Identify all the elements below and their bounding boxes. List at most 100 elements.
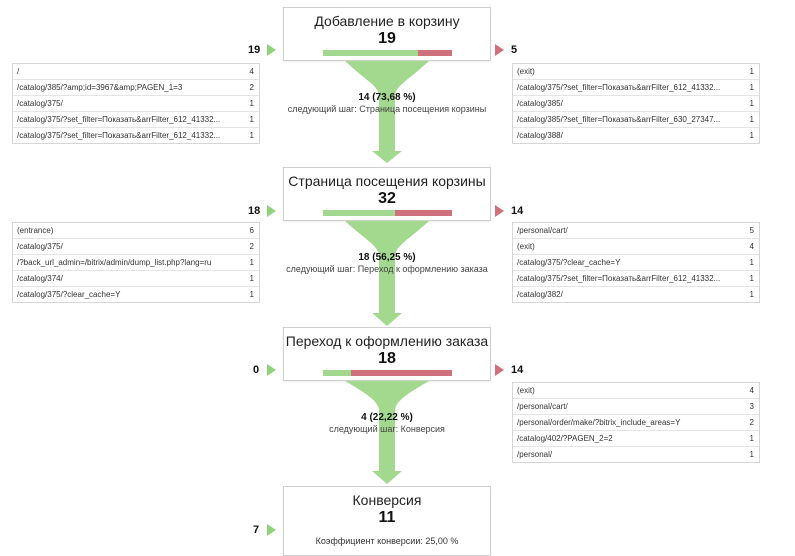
- table-row[interactable]: /catalog/375/?set_filter=Показать&arrFil…: [513, 79, 759, 95]
- visit-count: 4: [749, 242, 754, 251]
- table-row[interactable]: /personal/1: [513, 446, 759, 462]
- ratio-bar-continue: [323, 50, 418, 56]
- exit-arrow-icon: [495, 364, 504, 376]
- page-url: (exit): [517, 67, 535, 76]
- table-row[interactable]: /catalog/375/?clear_cache=Y 1: [513, 254, 759, 270]
- table-row[interactable]: /personal/order/make/?bitrix_include_are…: [513, 414, 759, 430]
- page-url: /?back_url_admin=/bitrix/admin/dump_list…: [17, 258, 212, 267]
- visit-count: 6: [249, 226, 254, 235]
- flow-funnel-shape: [345, 221, 429, 326]
- funnel-step-3[interactable]: Переход к оформлению заказа 18: [283, 327, 491, 381]
- visit-count: 1: [749, 274, 754, 283]
- visit-count: 1: [249, 290, 254, 299]
- flow-info: 14 (73,68 %) следующий шаг: Страница пос…: [283, 92, 491, 114]
- flow-funnel: [345, 221, 429, 326]
- table-row[interactable]: /catalog/375/?clear_cache=Y 1: [13, 286, 259, 302]
- exit-table: (exit) 4/personal/cart/3/personal/order/m…: [512, 382, 760, 463]
- visit-count: 1: [749, 67, 754, 76]
- entrance-arrow-icon: [267, 205, 276, 217]
- visit-count: 1: [749, 290, 754, 299]
- table-row[interactable]: /personal/cart/3: [513, 398, 759, 414]
- page-url: /catalog/385/?set_filter=Показать&arrFil…: [517, 115, 721, 124]
- step-title: Страница посещения корзины: [288, 173, 486, 189]
- visit-count: 1: [749, 258, 754, 267]
- table-row[interactable]: (exit) 4: [513, 383, 759, 398]
- exit-count: 14: [511, 205, 524, 217]
- visit-count: 1: [749, 131, 754, 140]
- step-ratio-bar: [323, 50, 452, 56]
- page-url: /catalog/375/?set_filter=Показать&arrFil…: [17, 131, 221, 140]
- visit-count: 1: [249, 99, 254, 108]
- visit-count: 1: [749, 450, 754, 459]
- table-row[interactable]: /catalog/374/1: [13, 270, 259, 286]
- exit-table: (exit) 1/catalog/375/?set_filter=Показать…: [512, 63, 760, 144]
- table-row[interactable]: /?back_url_admin=/bitrix/admin/dump_list…: [13, 254, 259, 270]
- visit-count: 1: [249, 274, 254, 283]
- page-url: /personal/: [517, 450, 553, 459]
- exit-count: 14: [511, 364, 524, 376]
- table-row[interactable]: /catalog/388/1: [513, 127, 759, 143]
- table-row[interactable]: /catalog/375/1: [13, 95, 259, 111]
- table-row[interactable]: /catalog/375/?set_filter=Показать&arrFil…: [13, 127, 259, 143]
- page-url: /personal/cart/: [517, 402, 568, 411]
- page-url: (exit): [517, 386, 535, 395]
- page-url: /catalog/388/: [517, 131, 563, 140]
- entrance-count: 0: [253, 364, 260, 376]
- page-url: /catalog/402/?PAGEN_2=2: [517, 434, 613, 443]
- page-url: /catalog/375/?set_filter=Показать&arrFil…: [517, 83, 721, 92]
- flow-info: 4 (22,22 %) следующий шаг: Конверсия: [283, 412, 491, 434]
- step-count: 11: [378, 509, 396, 526]
- entrance-table: /4/catalog/385/?amp;id=3967&amp;PAGEN_1=…: [12, 63, 260, 144]
- visit-count: 1: [749, 115, 754, 124]
- ratio-bar-exit: [395, 210, 452, 216]
- flow-percentage: 18 (56,25 %): [358, 252, 416, 263]
- page-url: /catalog/375/?clear_cache=Y: [517, 258, 621, 267]
- entrance-count: 19: [248, 44, 261, 56]
- entrance-count: 7: [253, 524, 260, 536]
- conversion-rate: Коэффициент конверсии: 25,00 %: [315, 536, 459, 546]
- table-row[interactable]: /catalog/375/?set_filter=Показать&arrFil…: [513, 270, 759, 286]
- table-row[interactable]: /catalog/375/?set_filter=Показать&arrFil…: [13, 111, 259, 127]
- entrance-arrow-icon: [267, 44, 276, 56]
- table-row[interactable]: /catalog/385/1: [513, 95, 759, 111]
- table-row[interactable]: /4: [13, 64, 259, 79]
- step-ratio-bar: [323, 370, 452, 376]
- visit-count: 4: [749, 386, 754, 395]
- exit-table: /personal/cart/5(exit)4/catalog/375/?cle…: [512, 222, 760, 303]
- table-row[interactable]: /personal/cart/5: [513, 223, 759, 238]
- visit-count: 2: [749, 418, 754, 427]
- exit-count: 5: [511, 44, 518, 56]
- table-row[interactable]: /catalog/375/2: [13, 238, 259, 254]
- page-url: /personal/order/make/?bitrix_include_are…: [517, 418, 681, 427]
- funnel-step-1[interactable]: Добавление в корзину 19: [283, 7, 491, 61]
- page-url: /catalog/382/: [517, 290, 563, 299]
- ratio-bar-exit: [418, 50, 452, 56]
- page-url: /catalog/374/: [17, 274, 63, 283]
- flow-funnel-shape: [345, 61, 429, 163]
- funnel-step-4[interactable]: Конверсия 11 Коэффициент конверсии: 25,0…: [283, 486, 491, 556]
- table-row[interactable]: (entrance) 6: [13, 223, 259, 238]
- ratio-bar-continue: [323, 370, 351, 376]
- table-row[interactable]: /catalog/382/1: [513, 286, 759, 302]
- exit-arrow-icon: [495, 205, 504, 217]
- page-url: /catalog/375/?clear_cache=Y: [17, 290, 121, 299]
- flow-info: 18 (56,25 %) следующий шаг: Переход к оф…: [283, 252, 491, 274]
- table-row[interactable]: (exit)4: [513, 238, 759, 254]
- page-url: /catalog/375/: [17, 242, 63, 251]
- step-count: 32: [378, 190, 396, 207]
- page-url: /personal/cart/: [517, 226, 568, 235]
- visit-count: 1: [749, 99, 754, 108]
- flow-percentage: 4 (22,22 %): [361, 412, 413, 423]
- funnel-step-2[interactable]: Страница посещения корзины 32: [283, 167, 491, 221]
- flow-next-step: следующий шаг: Страница посещения корзин…: [287, 104, 487, 114]
- step-ratio-bar: [323, 210, 452, 216]
- visit-count: 3: [749, 402, 754, 411]
- table-row[interactable]: (exit) 1: [513, 64, 759, 79]
- visit-count: 1: [249, 115, 254, 124]
- ratio-bar-continue: [323, 210, 395, 216]
- table-row[interactable]: /catalog/385/?set_filter=Показать&arrFil…: [513, 111, 759, 127]
- flow-percentage: 14 (73,68 %): [358, 92, 416, 103]
- page-url: (entrance): [17, 226, 54, 235]
